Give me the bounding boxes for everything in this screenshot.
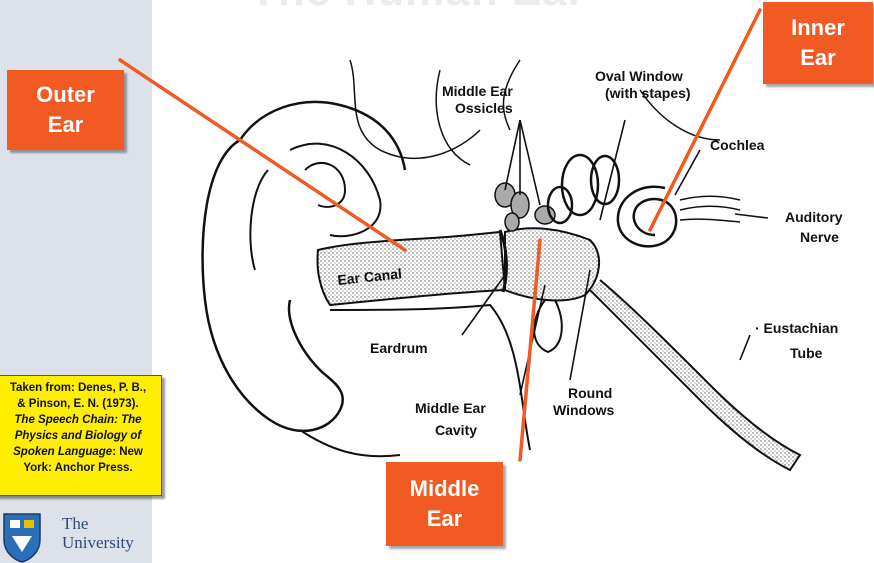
label-round-1: Round <box>568 385 612 401</box>
citation-line3: The Speech Chain: The <box>0 412 161 428</box>
citation-line6: York: Anchor Press. <box>0 460 161 476</box>
citation-line5-italic: Spoken Language <box>13 446 112 458</box>
concha-outline <box>305 163 345 207</box>
ossicles <box>495 183 555 231</box>
label-eardrum: Eardrum <box>370 340 428 356</box>
university-wordmark: The University <box>62 514 134 552</box>
label-round-2: Windows <box>553 402 615 418</box>
inner-ear-callout: Inner Ear <box>763 2 873 84</box>
round-window-bulge <box>534 300 562 352</box>
middle-ear-line2: Ear <box>427 504 462 534</box>
label-cochlea: Cochlea <box>710 137 765 153</box>
ear-canal <box>318 232 506 305</box>
pinna-upper <box>240 102 405 170</box>
university-line2: University <box>62 533 134 552</box>
label-cavity-2: Cavity <box>435 422 477 438</box>
university-line1: The <box>62 514 134 533</box>
label-auditory-1: Auditory <box>785 209 843 225</box>
outer-ear-line2: Ear <box>48 110 83 140</box>
label-auditory-2: Nerve <box>800 229 839 245</box>
university-crest-icon <box>0 510 45 563</box>
citation-line5-rest: : New <box>112 446 143 458</box>
label-oval-window-2: (with stapes) <box>605 85 691 101</box>
label-cavity-1: Middle Ear <box>415 400 486 416</box>
citation-line1: Taken from: Denes, P. B., <box>0 380 161 396</box>
label-eustachian-1: · Eustachian <box>755 320 838 336</box>
citation-box: Taken from: Denes, P. B., & Pinson, E. N… <box>0 375 162 496</box>
citation-line2: & Pinson, E. N. (1973). <box>0 396 161 412</box>
label-ossicles-2: Ossicles <box>455 100 513 116</box>
citation-line4: Physics and Biology of <box>0 428 161 444</box>
inner-ear-line2: Ear <box>800 43 835 73</box>
outer-ear-line1: Outer <box>36 80 95 110</box>
auditory-nerve <box>680 196 740 222</box>
eustachian-tube <box>590 280 800 470</box>
outer-ear-callout: Outer Ear <box>7 70 124 150</box>
label-oval-window-1: Oval Window <box>595 68 683 84</box>
lower-contour <box>300 305 530 456</box>
inner-ear-line1: Inner <box>791 13 845 43</box>
label-ossicles-1: Middle Ear <box>442 83 513 99</box>
middle-ear-callout: Middle Ear <box>386 462 503 546</box>
middle-ear-cavity <box>505 228 599 300</box>
label-eustachian-2: Tube <box>790 345 823 361</box>
middle-ear-line1: Middle <box>410 474 480 504</box>
citation-line5: Spoken Language: New <box>0 444 161 460</box>
